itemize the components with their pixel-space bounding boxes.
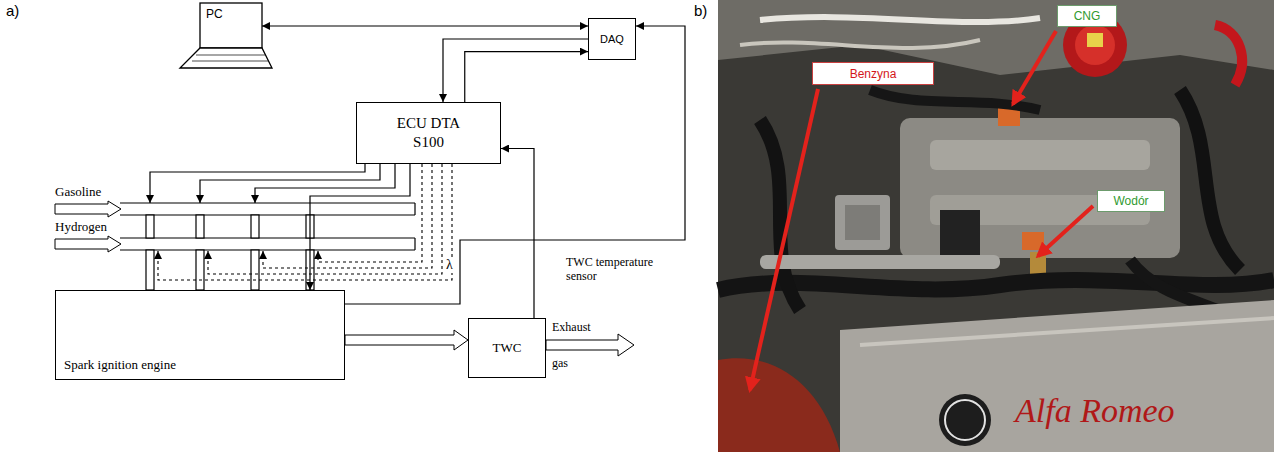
output-label: Exhaust gas xyxy=(552,309,604,381)
control-wire-dotted xyxy=(263,164,432,268)
injector xyxy=(251,250,259,290)
brand-lettering: Alfa Romeo xyxy=(1015,392,1175,430)
engine-photo xyxy=(740,40,980,48)
engine-photo xyxy=(718,0,1274,75)
engine-photo xyxy=(845,205,880,240)
laptop-icon xyxy=(192,61,268,62)
engine-photo xyxy=(900,118,1180,258)
node-text: DAQ xyxy=(600,33,624,45)
panel-letter: b) xyxy=(694,2,707,19)
injector xyxy=(196,250,204,290)
engine-photo xyxy=(930,140,1150,170)
node-text: Spark ignition engine xyxy=(64,357,176,373)
sensor-label: TWC temperature sensor xyxy=(566,255,664,283)
control-wire xyxy=(255,164,395,203)
control-wire-dotted xyxy=(158,164,452,280)
engine-photo xyxy=(760,17,1040,22)
fuel-rail xyxy=(55,201,121,217)
fuel-rail xyxy=(120,202,415,203)
injector xyxy=(146,215,154,238)
ecu-box: ECU DTA S100 xyxy=(356,102,501,164)
injector-control xyxy=(310,164,410,290)
laptop-icon xyxy=(180,48,272,68)
engine-photo xyxy=(1215,25,1242,85)
signal-line xyxy=(443,39,588,102)
panel-letter: a) xyxy=(6,2,19,19)
fuel-rail xyxy=(120,214,415,215)
laptop-icon xyxy=(180,3,272,68)
control-wire-dotted xyxy=(208,164,442,274)
engine-photo xyxy=(939,394,991,446)
engine-photo xyxy=(718,0,1274,452)
engine-photo xyxy=(760,255,1000,269)
laptop-icon xyxy=(200,3,262,48)
callout-box: Benzyna xyxy=(812,62,934,85)
engine-photo xyxy=(840,300,1274,452)
engine-photo xyxy=(1087,33,1103,47)
engine-photo xyxy=(998,108,1020,126)
catalyst-box: TWC xyxy=(468,318,546,378)
engine-photo xyxy=(860,318,1274,345)
engine-photo xyxy=(1022,232,1044,250)
node-text: TWC xyxy=(493,340,522,356)
leader-arrow xyxy=(750,89,818,390)
exhaust-arrow xyxy=(546,334,634,356)
fuel-rail xyxy=(55,201,415,252)
input-label: Hydrogen xyxy=(55,219,107,235)
exhaust-flow xyxy=(345,330,468,350)
engine-photo xyxy=(760,120,800,310)
callout-box: CNG xyxy=(1057,5,1117,27)
signal-line xyxy=(465,52,588,102)
callout-box: Wodór xyxy=(1097,190,1165,212)
laptop-screen: PC xyxy=(200,3,262,48)
node-text: Benzyna xyxy=(850,67,897,81)
injector xyxy=(146,215,314,290)
control-wire xyxy=(200,164,380,203)
node-text: CNG xyxy=(1074,9,1101,23)
leader-arrow xyxy=(1038,206,1093,256)
leader-arrow xyxy=(750,31,1093,390)
engine-photo xyxy=(1180,90,1240,270)
fuel-rail xyxy=(414,238,415,250)
engine-photo xyxy=(718,358,840,452)
laptop-icon xyxy=(196,55,265,56)
engine-photo xyxy=(945,400,985,440)
node-text: Wodór xyxy=(1113,194,1148,208)
input-label: Gasoline xyxy=(55,184,101,200)
injector xyxy=(146,250,154,290)
injector xyxy=(196,215,204,238)
signal-label: λ xyxy=(445,257,454,273)
engine-photo xyxy=(835,195,890,250)
fuel-rail xyxy=(55,236,121,252)
temperature-signal xyxy=(501,149,534,319)
data-link xyxy=(262,25,588,26)
control-wire-dotted xyxy=(158,164,452,280)
node-text: ECU DTA S100 xyxy=(390,114,468,152)
fuel-rail xyxy=(120,237,415,238)
leader-arrow xyxy=(1013,31,1056,104)
control-wire xyxy=(150,164,395,203)
engine-photo xyxy=(1075,25,1115,65)
engine-photo xyxy=(940,210,980,255)
daq-box: DAQ xyxy=(588,18,636,60)
node-text: PC xyxy=(206,7,223,21)
fuel-rail xyxy=(414,203,415,215)
control-wire-dotted xyxy=(318,164,422,262)
engine-photo xyxy=(718,280,1274,290)
engine-photo xyxy=(718,0,1274,452)
control-wire xyxy=(150,164,365,203)
injector xyxy=(251,215,259,238)
fuel-rail xyxy=(120,249,415,250)
engine-box: Spark ignition engine xyxy=(55,290,345,380)
lambda-signal xyxy=(345,26,685,304)
